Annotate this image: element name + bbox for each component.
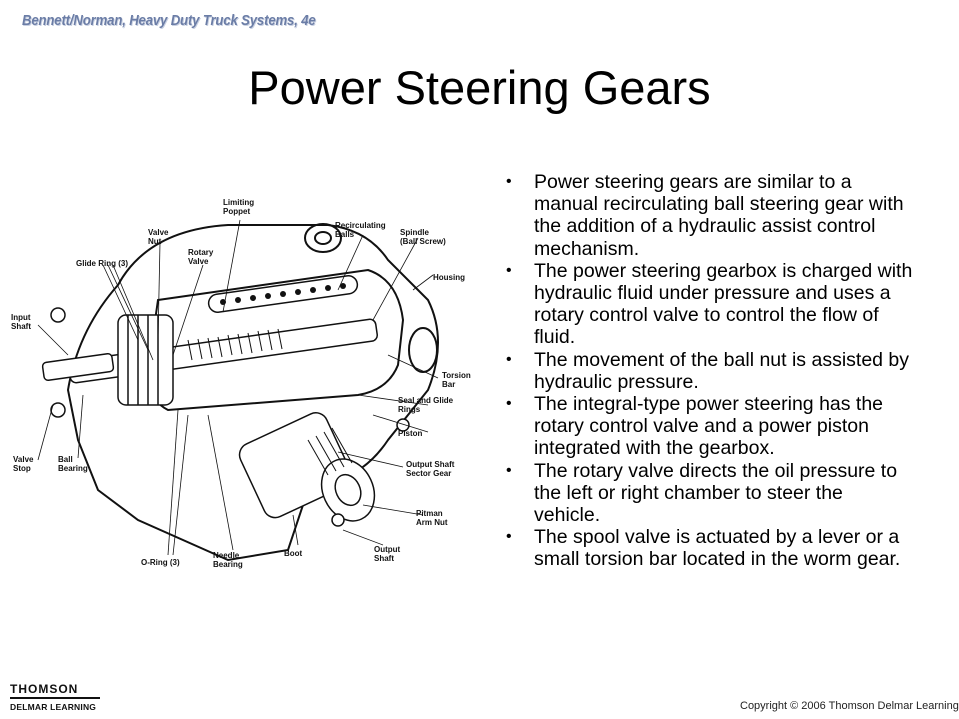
label-boot: Boot — [284, 549, 303, 558]
logo-top-text: THOMSON — [10, 682, 100, 699]
label-glide-ring: Glide Ring (3) — [76, 259, 128, 268]
label-spindle: Spindle(Ball Screw) — [400, 228, 446, 246]
housing-side-boss — [408, 327, 438, 373]
label-housing: Housing — [433, 273, 465, 282]
spindle-shaft — [68, 318, 378, 384]
bullet-list: Power steering gears are similar to a ma… — [494, 171, 914, 571]
input-shaft — [41, 352, 115, 382]
slide-title: Power Steering Gears — [0, 60, 959, 115]
label-piston: Piston — [398, 429, 423, 438]
bullet-item: Power steering gears are similar to a ma… — [494, 171, 914, 260]
rotary-valve-body — [117, 314, 174, 406]
slide-title-text: Power Steering Gears — [248, 61, 711, 114]
bullet-item: The rotary valve directs the oil pressur… — [494, 460, 914, 527]
copyright-text: Copyright © 2006 Thomson Delmar Learning — [740, 700, 959, 712]
label-o-ring: O-Ring (3) — [141, 558, 180, 567]
bullet-item: The spool valve is actuated by a lever o… — [494, 526, 914, 570]
logo-bottom-text: DELMAR LEARNING — [10, 702, 97, 712]
book-title-header: Bennett/Norman, Heavy Duty Truck Systems… — [22, 12, 316, 29]
bullet-item: The movement of the ball nut is assisted… — [494, 349, 914, 393]
bullet-item: The integral-type power steering has the… — [494, 393, 914, 460]
housing-outline — [66, 224, 439, 562]
housing-boss — [304, 223, 342, 253]
bullet-item: The power steering gearbox is charged wi… — [494, 260, 914, 349]
thomson-logo: THOMSON DELMAR LEARNING — [10, 682, 100, 712]
